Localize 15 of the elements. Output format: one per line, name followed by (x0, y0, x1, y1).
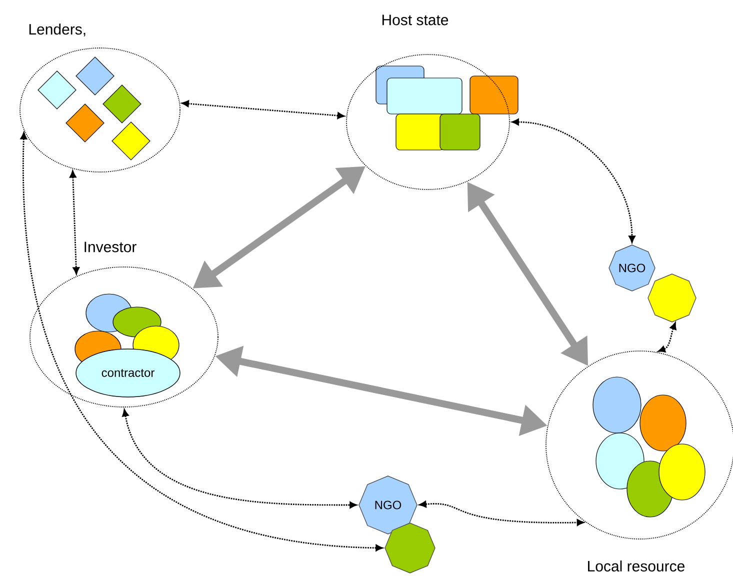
arrow (20, 132, 383, 552)
octagon-badge (648, 274, 696, 322)
arrow (512, 118, 636, 243)
heading: Investor (84, 242, 136, 252)
octagon-badge: NGO (358, 476, 418, 534)
arrow (70, 170, 80, 274)
octagon-badge (384, 522, 436, 574)
heading: Host state (382, 14, 448, 26)
arrow (182, 100, 345, 119)
arrow (419, 500, 584, 526)
arrow (122, 409, 357, 508)
heading: Local resource (588, 560, 684, 572)
heading: Lenders, (29, 24, 86, 36)
octagon-badge: NGO (608, 244, 656, 292)
arrow (658, 322, 676, 352)
